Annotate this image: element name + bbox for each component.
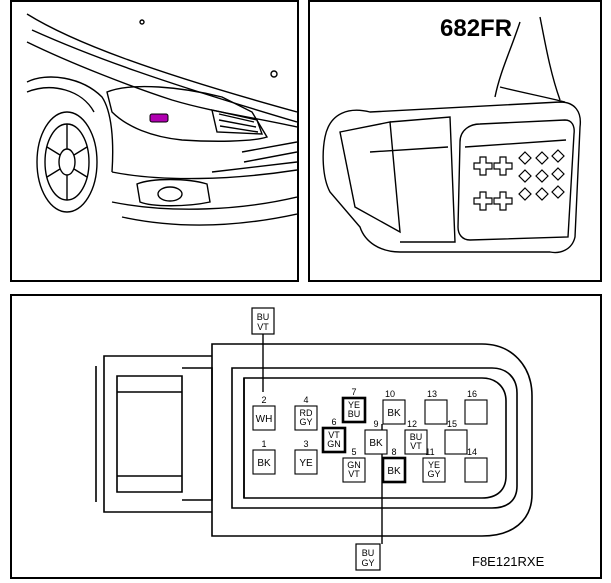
pin-number: 6 — [331, 417, 336, 427]
wire-color-label: RD — [300, 408, 313, 418]
pin-number: 1 — [261, 439, 266, 449]
pin-number: 2 — [261, 395, 266, 405]
figure-code: F8E121RXE — [472, 554, 545, 569]
pin-cavity — [424, 399, 448, 425]
pinout-diagram: BU VT BU GY 1BK2WH3YE4RDGY5GNVT6VTGN7YEB… — [95, 307, 545, 571]
wire-color-label: VT — [348, 469, 360, 479]
wire-color-label: GY — [427, 469, 440, 479]
wire-color-label: VT — [410, 441, 422, 451]
pin-number: 11 — [425, 447, 434, 457]
pin-8: 8BK — [381, 447, 407, 484]
pin-number: 8 — [391, 447, 396, 457]
wire-color-label: YE — [348, 400, 360, 410]
pin-cavity — [252, 449, 276, 475]
pin-cavity — [382, 399, 406, 425]
pin-number: 16 — [467, 389, 477, 399]
pin-number: 13 — [427, 389, 437, 399]
callout-bottom-line2: GY — [361, 558, 374, 568]
pin-number: 4 — [303, 395, 308, 405]
callout-top: BU VT — [251, 307, 275, 335]
pin-cavity — [294, 449, 318, 475]
pin-cavity — [422, 457, 446, 483]
pin-1: 1BK — [252, 439, 276, 475]
wire-color-label: VT — [328, 430, 340, 440]
connector-location-marker — [149, 113, 169, 123]
wire-color-label: BU — [410, 432, 423, 442]
pin-number: 3 — [303, 439, 308, 449]
pin-number: 12 — [407, 419, 417, 429]
callout-top-line2: VT — [257, 322, 269, 332]
vehicle-front-illustration — [26, 13, 297, 226]
wire-color-label: YE — [299, 458, 313, 469]
pin-16: 16 — [464, 389, 488, 425]
pin-cavity — [464, 457, 488, 483]
wire-color-label: GN — [327, 439, 341, 449]
connector-view-panel: 682FR — [308, 0, 602, 282]
wire-color-label: YE — [428, 460, 440, 470]
connector-id-label: 682FR — [440, 15, 512, 42]
callout-bottom: BU GY — [355, 543, 381, 571]
pin-cavity — [404, 429, 428, 455]
wire-color-label: BK — [387, 466, 401, 477]
pin-number: 15 — [447, 419, 457, 429]
wire-color-label: GN — [347, 460, 361, 470]
pin-cavity — [341, 396, 367, 424]
pin-cavity — [252, 405, 276, 431]
wire-color-label: BK — [387, 408, 401, 419]
pin-2: 2WH — [252, 395, 276, 431]
wire-color-label: GY — [299, 417, 312, 427]
pin-cavity — [294, 405, 318, 431]
pin-number: 10 — [385, 389, 395, 399]
wire-color-label: BU — [348, 409, 361, 419]
wire-color-label: WH — [256, 414, 273, 425]
vehicle-location-panel — [10, 0, 299, 282]
callout-bottom-line1: BU — [362, 548, 375, 558]
pin-number: 9 — [373, 419, 378, 429]
pin-cavity — [321, 426, 347, 454]
pin-number: 5 — [351, 447, 356, 457]
pin-cavity — [381, 456, 407, 484]
connector-illustration: 682FR — [322, 15, 582, 254]
wire-color-label: BK — [369, 438, 383, 449]
pin-15: 15 — [444, 419, 468, 455]
pin-cavity — [364, 429, 388, 455]
pin-cavity — [444, 429, 468, 455]
callout-top-line1: BU — [257, 312, 270, 322]
pin-14: 14 — [464, 447, 488, 483]
pin-cavity — [464, 399, 488, 425]
pin-13: 13 — [424, 389, 448, 425]
pin-cavity — [342, 457, 366, 483]
wire-color-label: BK — [257, 458, 271, 469]
pin-9: 9BK — [364, 419, 388, 455]
pin-number: 7 — [351, 387, 356, 397]
pin-number: 14 — [467, 447, 477, 457]
pin-3: 3YE — [294, 439, 318, 475]
